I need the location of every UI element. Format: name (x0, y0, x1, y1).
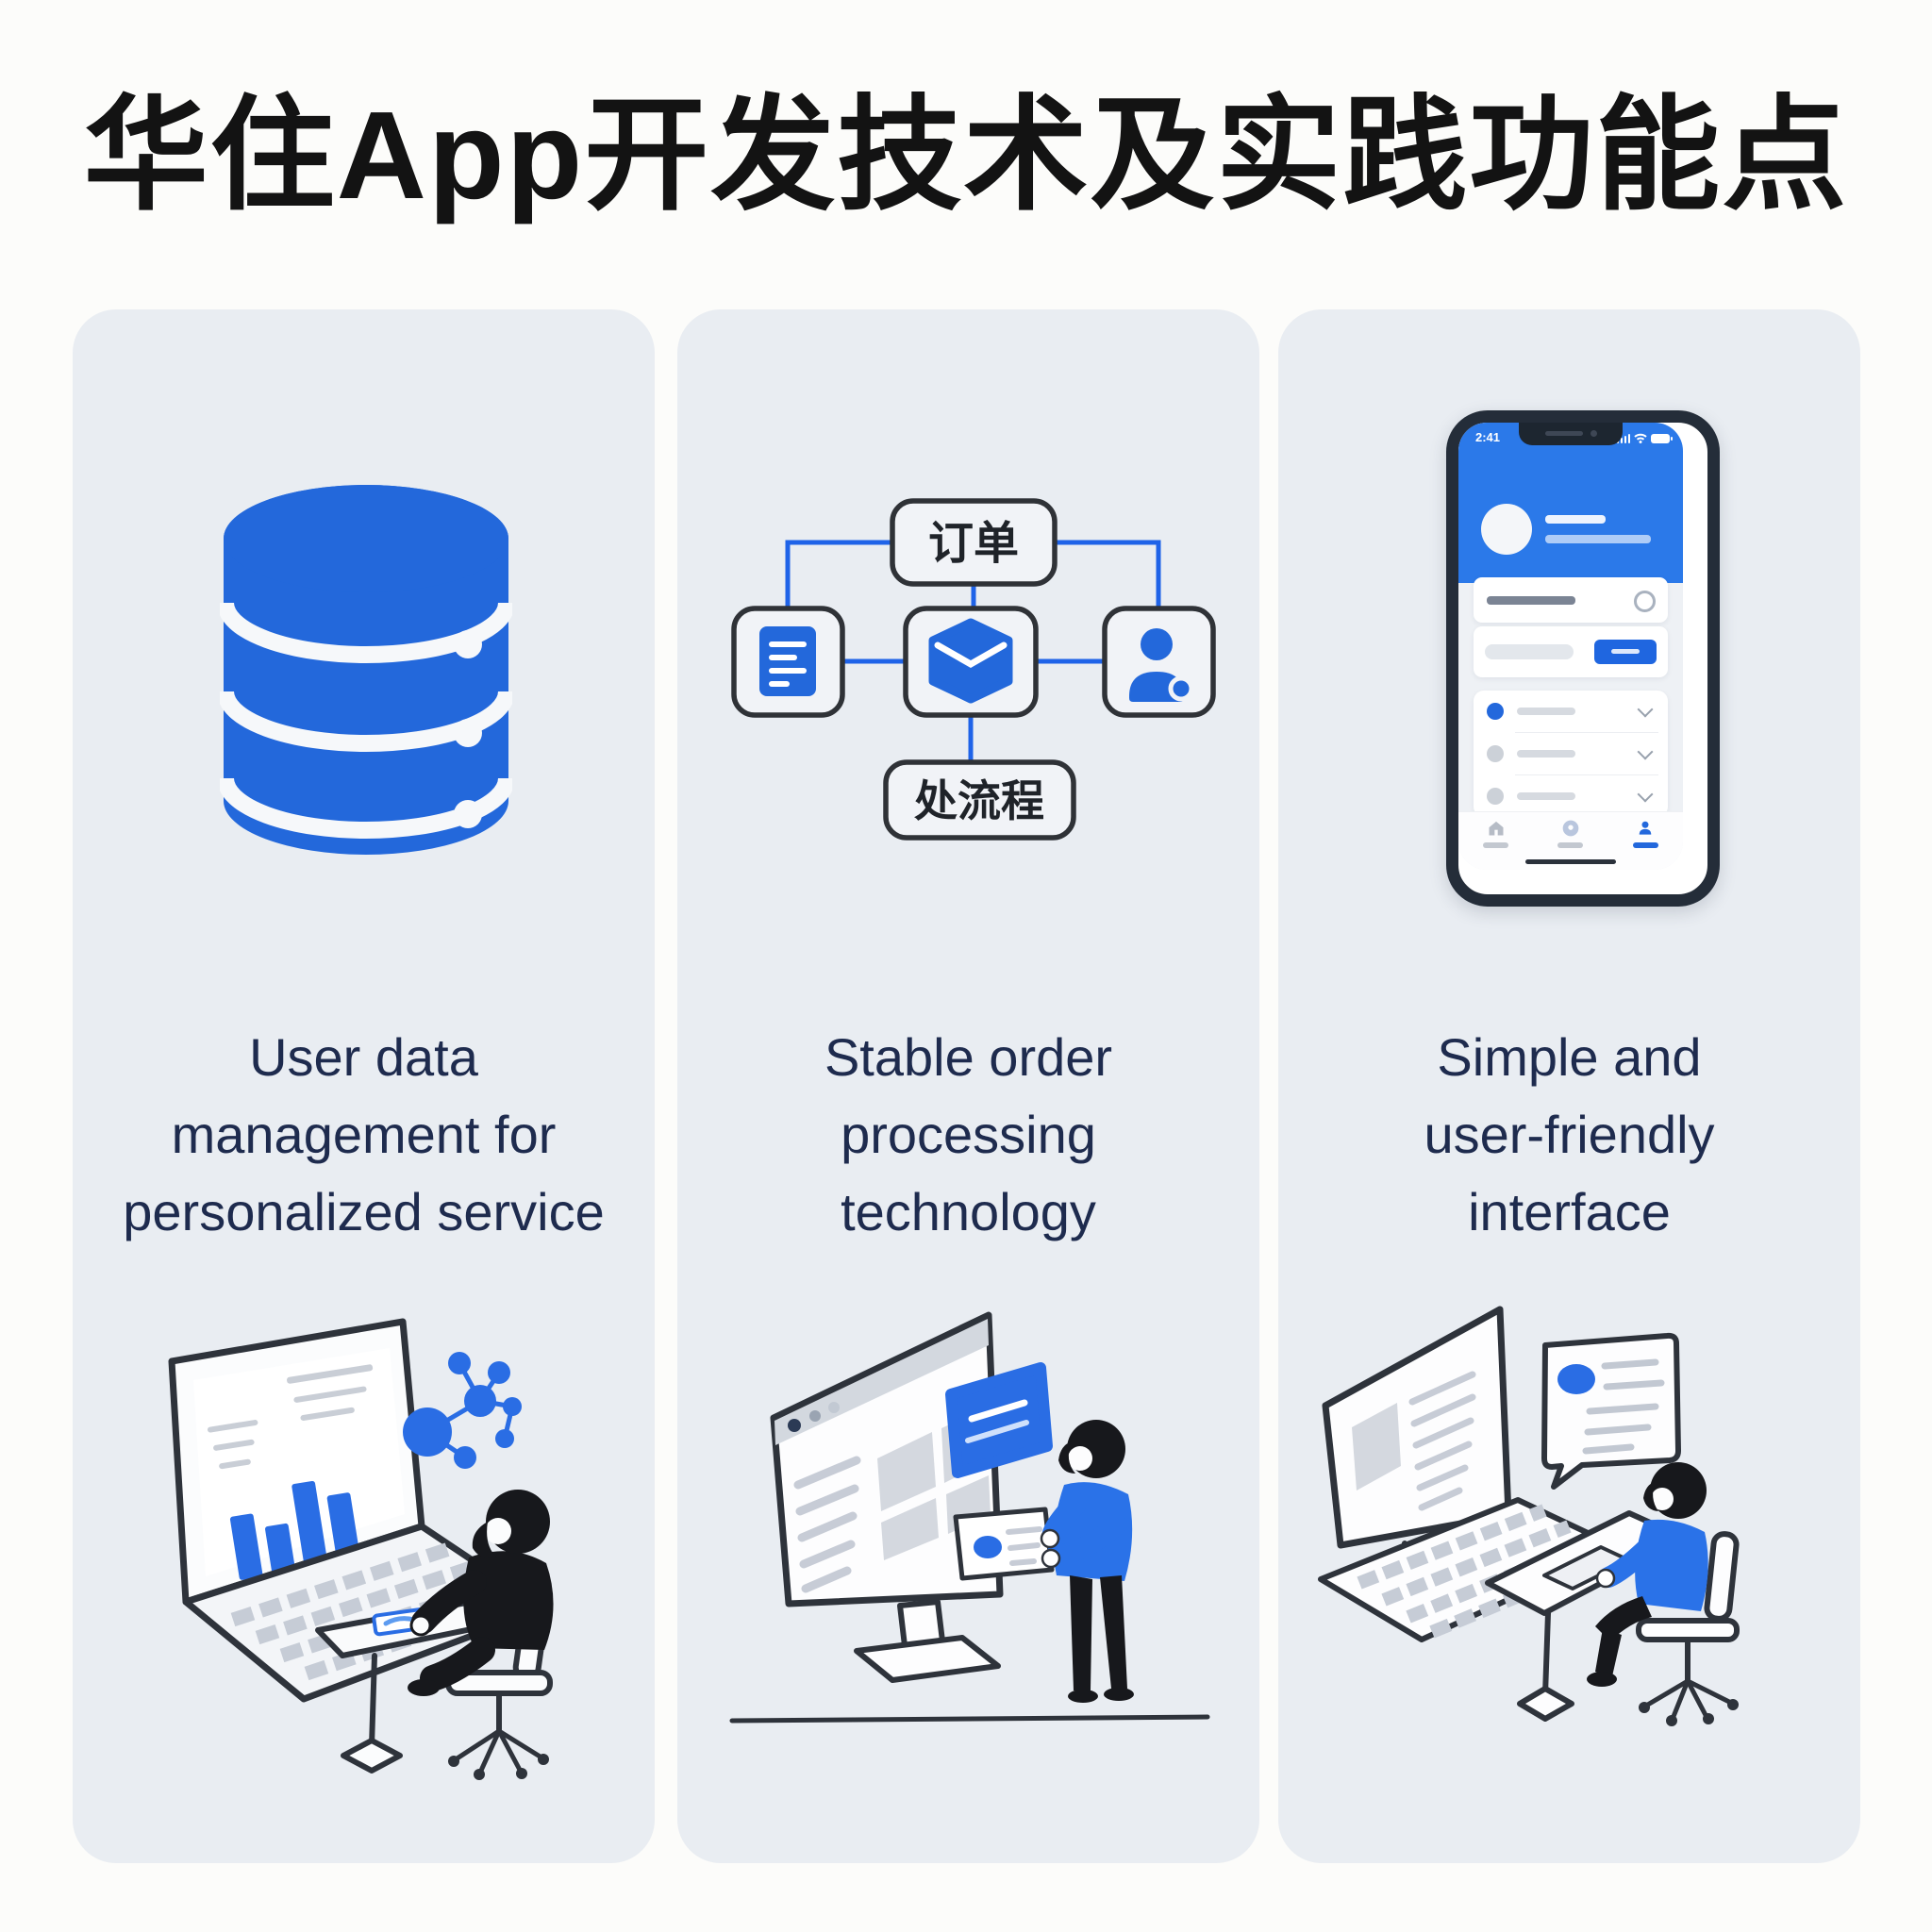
document-icon (759, 626, 816, 696)
speaker-slot (1545, 431, 1583, 436)
phone-mockup: 2:41 (1446, 410, 1720, 907)
home-icon (1489, 821, 1504, 836)
profile-icon (1640, 821, 1652, 835)
list-item (1474, 733, 1668, 774)
list-text-bar (1517, 750, 1575, 758)
battery-icon (1651, 433, 1673, 443)
list-item (1474, 691, 1668, 732)
user-icon (1129, 628, 1194, 702)
status-icons (1616, 433, 1673, 443)
tab-label-bar (1557, 842, 1584, 848)
feature-panel-interface: 2:41 (1278, 309, 1860, 1863)
caption-line: Simple and (1437, 1027, 1702, 1087)
feature-panel-user-data: User data management for personalized se… (73, 309, 655, 1863)
list-bullet (1487, 703, 1504, 720)
avatar (1481, 504, 1532, 555)
tab-profile (1632, 819, 1658, 848)
chevron-down-icon (1637, 743, 1654, 760)
tab-home (1483, 819, 1509, 848)
list-item (1474, 775, 1668, 817)
search-card (1474, 577, 1668, 623)
chevron-down-icon (1637, 786, 1654, 803)
flowchart-node-process (883, 759, 1076, 841)
header-text-bar (1545, 515, 1606, 524)
caption-user-data: User data management for personalized se… (73, 1019, 655, 1251)
list-text-bar (1517, 708, 1575, 715)
flowchart-connectors (785, 540, 1161, 762)
flowchart-process-label: 处流程 (914, 776, 1044, 825)
caption-line: processing (841, 1105, 1096, 1164)
caption-line: personalized service (123, 1182, 605, 1241)
caption-order-processing: Stable order processing technology (677, 1019, 1259, 1251)
tab-discover (1557, 819, 1584, 848)
status-time: 2:41 (1475, 430, 1501, 444)
caption-line: interface (1468, 1182, 1671, 1241)
feature-panel-order-processing: 订单 处流程 Stable order processing technolog… (677, 309, 1259, 1863)
caption-interface: Simple and user-friendly interface (1278, 1019, 1860, 1251)
caption-line: User data (249, 1027, 478, 1087)
illustration-person-analyzing-data (168, 1318, 554, 1780)
chevron-down-icon (1637, 701, 1654, 718)
phone-screen: 2:41 (1458, 423, 1683, 870)
camera-dot (1591, 430, 1597, 437)
tab-label-bar (1483, 842, 1509, 848)
database-icon (220, 485, 512, 855)
home-indicator (1525, 859, 1616, 864)
compass-icon (1562, 820, 1579, 837)
tab-label-bar (1632, 842, 1658, 848)
package-icon (928, 618, 1013, 704)
wifi-icon (1634, 433, 1647, 443)
order-flowchart: 订单 处流程 (731, 498, 1216, 841)
phone-header (1458, 423, 1683, 583)
caption-line: technology (841, 1182, 1096, 1241)
order-card (945, 1362, 1053, 1478)
flowchart-node-order (890, 498, 1058, 587)
list-text-bar (1517, 792, 1575, 800)
caption-line: user-friendly (1424, 1105, 1715, 1164)
flowchart-order-label: 订单 (928, 519, 1019, 569)
page-title: 华住App开发技术及实践功能点 (83, 86, 1849, 225)
caption-line: Stable order (824, 1027, 1113, 1087)
search-placeholder-bar (1487, 596, 1575, 605)
list-bullet (1487, 745, 1504, 762)
list-card (1474, 691, 1668, 817)
header-text-bar (1545, 535, 1651, 543)
input-field-bar (1485, 644, 1574, 659)
phone-notch (1519, 423, 1623, 445)
list-bullet (1487, 788, 1504, 805)
caption-line: management for (171, 1105, 557, 1164)
search-button (1594, 640, 1657, 664)
input-card (1474, 626, 1668, 677)
location-ring-icon (1634, 591, 1656, 612)
illustration-order-screen (729, 1311, 1210, 1724)
illustration-desktop-workstation (1318, 1306, 1740, 1726)
speech-bubble-icon (1541, 1332, 1681, 1490)
